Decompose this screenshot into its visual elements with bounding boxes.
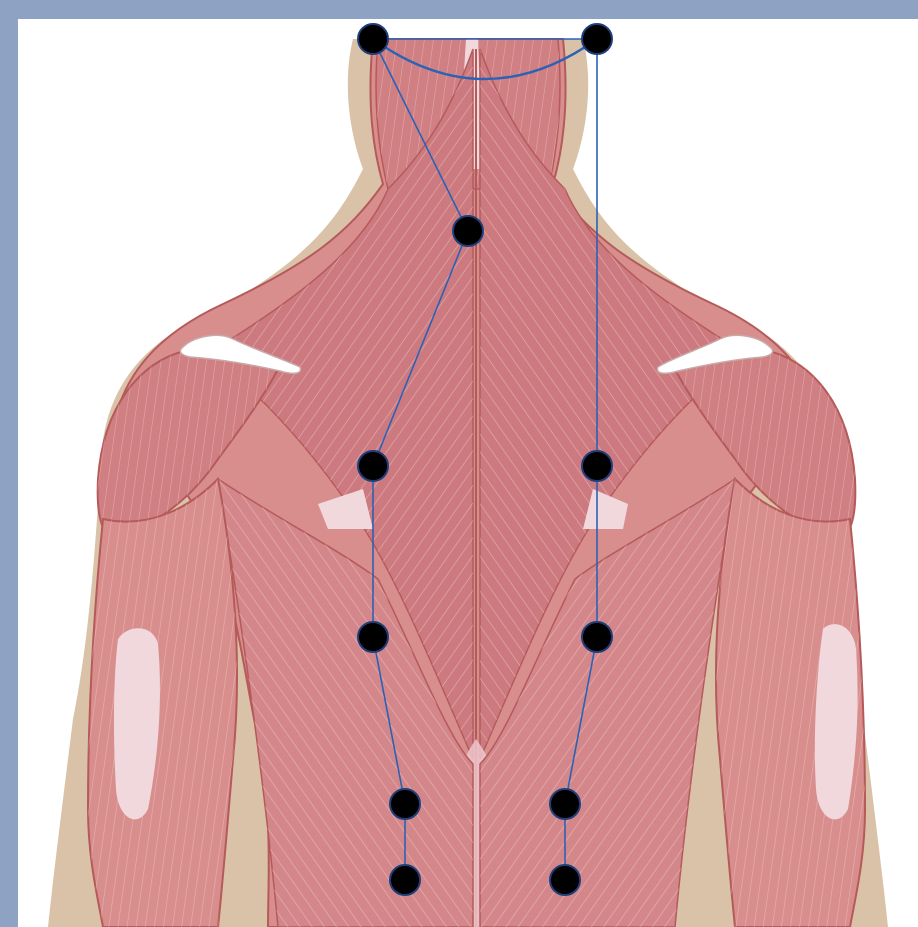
marker-point-6 — [390, 789, 420, 819]
marker-point-4 — [358, 451, 388, 481]
left-upper-arm-fibers — [88, 479, 237, 927]
marker-point-1 — [358, 24, 388, 54]
anatomy-figure — [18, 19, 918, 927]
marker-point-7 — [390, 865, 420, 895]
marker-point-3 — [453, 216, 483, 246]
marker-point-2 — [582, 24, 612, 54]
figure-canvas — [18, 19, 918, 927]
marker-point-10 — [550, 789, 580, 819]
marker-point-11 — [550, 865, 580, 895]
marker-point-9 — [582, 622, 612, 652]
marker-point-8 — [582, 451, 612, 481]
marker-point-5 — [358, 622, 388, 652]
